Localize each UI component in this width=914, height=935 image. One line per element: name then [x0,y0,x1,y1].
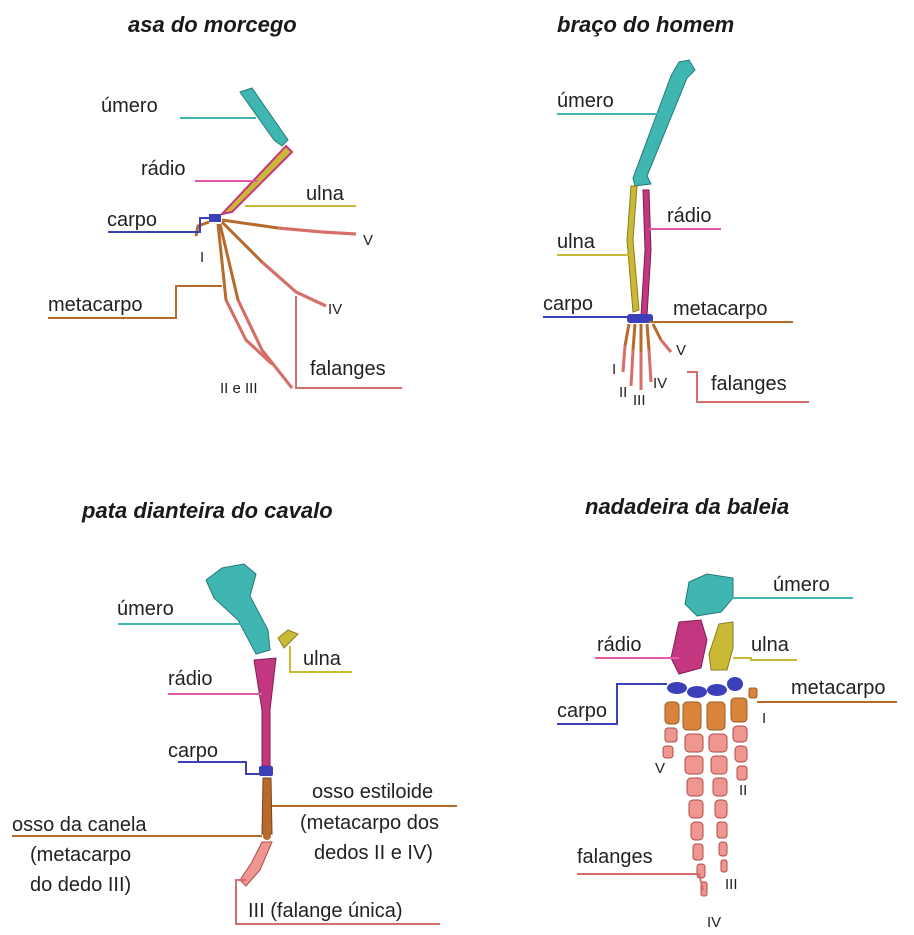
horse-carpal-bones [259,766,273,776]
human-label-radio: rádio [667,205,711,228]
human-radius-bone [641,190,651,316]
human-ulna-bone [627,186,639,312]
human-label-falanges: falanges [711,373,787,396]
panel-horse-leg: pata dianteira do cavalo úmero ulna rádi… [0,470,457,935]
whale-carpal-bones [667,677,743,698]
whale-phalanx-bones [663,726,747,896]
bat-digit-label-v: V [363,232,373,249]
bat-label-ulna: ulna [306,183,344,206]
human-label-ulna: ulna [557,231,595,254]
horse-radius-bone [254,658,276,766]
horse-label-radio: rádio [168,668,212,691]
horse-label-umero: úmero [117,598,174,621]
bat-label-carpo: carpo [107,209,157,232]
bat-label-falanges: falanges [310,358,386,381]
bat-digit-label-ii-iii: II e III [220,380,258,397]
whale-label-umero: úmero [773,574,830,597]
whale-digit-label-iii: III [725,876,738,893]
human-label-carpo: carpo [543,293,593,316]
human-digit-label-ii: II [619,384,627,401]
bat-digit-iii [220,224,292,388]
human-label-umero: úmero [557,90,614,113]
whale-label-carpo: carpo [557,700,607,723]
horse-label-estiloide-3: dedos II e IV) [314,842,433,865]
horse-label-canela-2: (metacarpo [30,844,131,867]
human-digit-label-iv: IV [653,375,667,392]
horse-cannon-bone [262,778,272,834]
human-label-metacarpo: metacarpo [673,298,768,321]
panel-bat-wing: asa do morcego úmero rádio ulna carpo me… [0,0,457,440]
bat-label-radio: rádio [141,158,185,181]
horse-label-estiloide-1: osso estiloide [312,781,433,804]
panel-whale-flipper: nadadeira da baleia [457,470,914,935]
horse-label-falange-unica: III (falange única) [248,900,403,923]
whale-digit-label-ii: II [739,782,747,799]
horse-label-estiloide-2: (metacarpo dos [300,812,439,835]
horse-ulna-bone [278,630,298,648]
whale-digit-label-v: V [655,760,665,777]
human-digit-label-i: I [612,361,616,378]
panel-human-arm: braço do homem úmero rádio ulna carpo me… [457,0,914,440]
human-humerus-bone [633,60,695,186]
human-digit-label-iii: III [633,392,646,409]
whale-digit-label-i: I [762,710,766,727]
human-digit-label-v: V [676,342,686,359]
bat-digit-label-iv: IV [328,301,342,318]
bat-digit-label-i: I [200,249,204,266]
horse-humerus-bone [206,564,270,654]
bat-label-metacarpo: metacarpo [48,294,143,317]
bat-wing-diagram [0,0,457,440]
bat-label-umero: úmero [101,95,158,118]
whale-flipper-diagram [457,470,914,935]
bat-carpal-bones [209,214,221,222]
whale-label-falanges: falanges [577,846,653,869]
whale-label-radio: rádio [597,634,641,657]
whale-label-ulna: ulna [751,634,789,657]
horse-label-canela-1: osso da canela [12,814,147,837]
bat-digit-i [196,222,209,236]
whale-humerus-bone [685,574,733,616]
whale-digit-label-iv: IV [707,914,721,931]
whale-ulna-bone [709,622,733,670]
horse-label-carpo: carpo [168,740,218,763]
whale-label-metacarpo: metacarpo [791,677,886,700]
horse-label-canela-3: do dedo III) [30,874,131,897]
whale-radius-bone [671,620,707,674]
horse-label-ulna: ulna [303,648,341,671]
